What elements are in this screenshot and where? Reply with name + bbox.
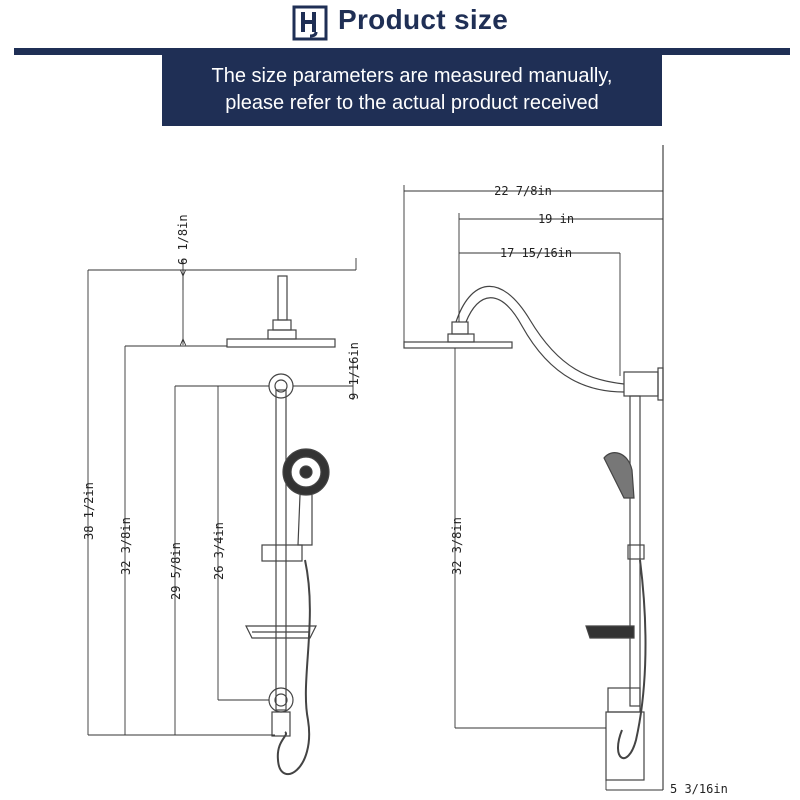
lower-bracket <box>268 687 294 713</box>
side-slide-bar <box>629 395 641 707</box>
side-handheld <box>603 452 635 499</box>
slider-holder <box>261 544 303 562</box>
dim-head-to-bottom-left: 32 3/8in <box>119 517 133 575</box>
dim-head-to-bracket: 9 1/16in <box>347 342 361 400</box>
dim-total-height: 38 1/2in <box>82 482 96 540</box>
page-title: Product size <box>338 4 509 35</box>
hose <box>276 559 311 776</box>
dim-head-to-bottom-right: 32 3/8in <box>450 517 464 575</box>
header-divider <box>14 48 790 55</box>
outlet-elbow <box>271 711 291 737</box>
arm-nut <box>451 321 469 335</box>
shower-arm <box>455 285 625 385</box>
side-soap-dish <box>585 625 635 639</box>
side-view <box>403 145 664 790</box>
hj-logo-icon <box>292 5 328 41</box>
side-hose <box>617 559 647 760</box>
soap-dish <box>245 625 317 639</box>
wall-mount <box>623 371 659 397</box>
rain-shower-head <box>226 338 336 348</box>
dim-head-center-reach: 17 15/16in <box>500 246 572 260</box>
side-slider-holder <box>627 544 645 560</box>
dim-top-pipe-height: 6 1/8in <box>176 214 190 265</box>
front-view-dimensions <box>87 258 357 736</box>
dim-upper-bracket-to-bottom: 29 5/8in <box>169 542 183 600</box>
top-pipe <box>277 275 288 321</box>
dim-bracket-to-bracket: 26 3/4in <box>212 522 226 580</box>
notice-line-2: please refer to the actual product recei… <box>225 92 599 114</box>
header: Product size <box>0 0 800 48</box>
side-view-dimensions <box>403 185 663 791</box>
notice-line-1: The size parameters are measured manuall… <box>211 65 613 87</box>
handheld-handle <box>297 494 313 546</box>
side-outlet <box>607 687 641 713</box>
slide-bar <box>275 389 287 711</box>
side-outlet-base <box>605 711 645 781</box>
head-connector <box>267 329 297 340</box>
dim-overall-reach: 22 7/8in <box>494 184 552 198</box>
side-rain-head <box>403 341 513 349</box>
notice-banner: The size parameters are measured manuall… <box>162 55 662 126</box>
front-view <box>226 275 336 776</box>
dim-wall-offset: 5 3/16in <box>670 782 728 796</box>
upper-bracket <box>268 373 294 399</box>
pipe-nut <box>272 319 292 331</box>
dim-arm-reach: 19 in <box>538 212 574 226</box>
